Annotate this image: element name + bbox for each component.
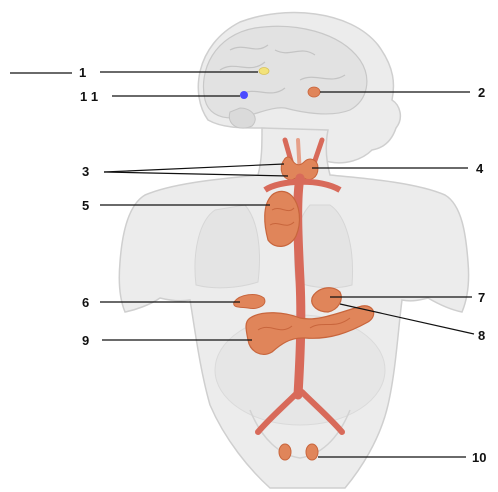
organ-2-orange [308,87,320,97]
label-9: 9 [82,333,89,348]
organ-1-pituitary [259,68,269,75]
label-4: 4 [476,161,484,176]
label-5: 5 [82,198,89,213]
organ-10-testis-left [279,444,291,460]
label-7: 7 [478,290,485,305]
leader-line-3a [104,164,284,172]
label-10: 10 [472,450,486,465]
organ-11-pineal [240,91,248,99]
label-2: 2 [478,85,485,100]
cerebellum-outline [229,108,255,128]
label-6: 6 [82,295,89,310]
label-1: 1 [79,65,86,80]
label-11: 1 1 [80,89,98,104]
organ-10-testis-right [306,444,318,460]
organ-5-thymus [265,191,300,246]
label-8: 8 [478,328,485,343]
label-3: 3 [82,164,89,179]
